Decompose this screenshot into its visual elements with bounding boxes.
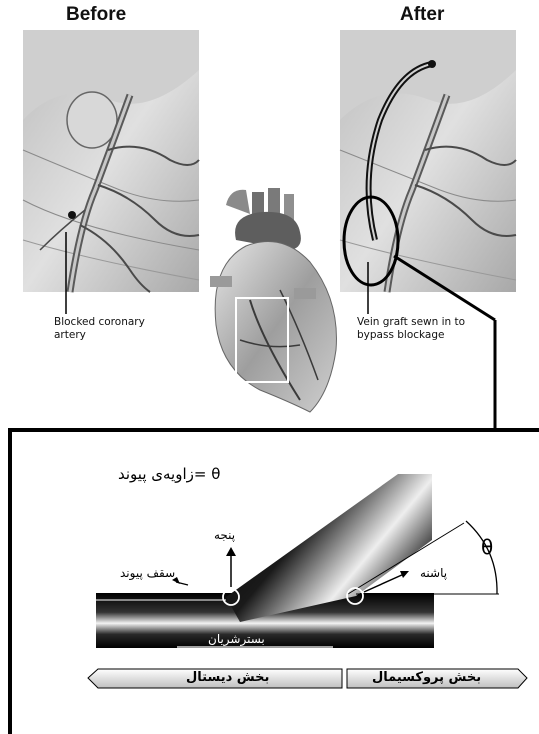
heart-illustration bbox=[210, 188, 336, 412]
before-caption-line1: Blocked coronary bbox=[54, 316, 145, 329]
after-illustration bbox=[340, 30, 516, 428]
artery-bed-label: بسترشریان bbox=[208, 632, 265, 646]
proximal-section-label: بخش پروکسیمال bbox=[372, 670, 481, 685]
heel-label: پاشنه bbox=[420, 566, 447, 580]
before-caption: Blocked coronary artery bbox=[54, 316, 145, 342]
after-caption-line2: bypass blockage bbox=[357, 329, 465, 342]
angle-label: θ =زاویه‌ی پیوند bbox=[118, 465, 220, 483]
before-illustration bbox=[23, 30, 199, 314]
after-caption: Vein graft sewn in to bypass blockage bbox=[357, 316, 465, 342]
after-title: After bbox=[400, 4, 444, 26]
theta-symbol: θ bbox=[481, 535, 493, 559]
graft-roof-label: سقف پیوند bbox=[120, 566, 175, 580]
before-title: Before bbox=[66, 4, 126, 26]
after-caption-line1: Vein graft sewn in to bbox=[357, 316, 465, 329]
distal-section-label: بخش دیستال bbox=[186, 670, 269, 685]
toe-label: پنجه bbox=[214, 528, 235, 542]
before-caption-line2: artery bbox=[54, 329, 145, 342]
